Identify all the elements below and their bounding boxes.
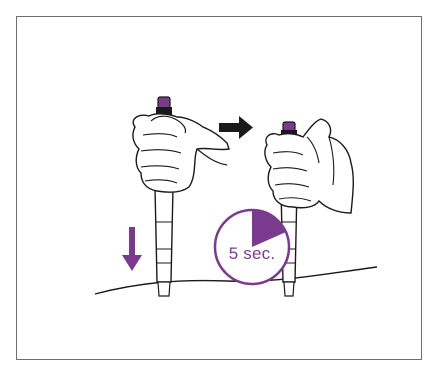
timer-label: 5 sec. [217, 244, 287, 264]
down-arrow-icon [122, 227, 142, 271]
left-pen-button [158, 97, 170, 108]
injection-pen-illustration [17, 17, 423, 361]
right-hand [265, 119, 353, 213]
right-arrow-icon [219, 116, 253, 139]
left-pen-group [133, 97, 229, 296]
left-pen-body [155, 187, 173, 282]
right-pen-button [283, 122, 295, 131]
illustration-frame: 5 sec. [16, 16, 422, 360]
